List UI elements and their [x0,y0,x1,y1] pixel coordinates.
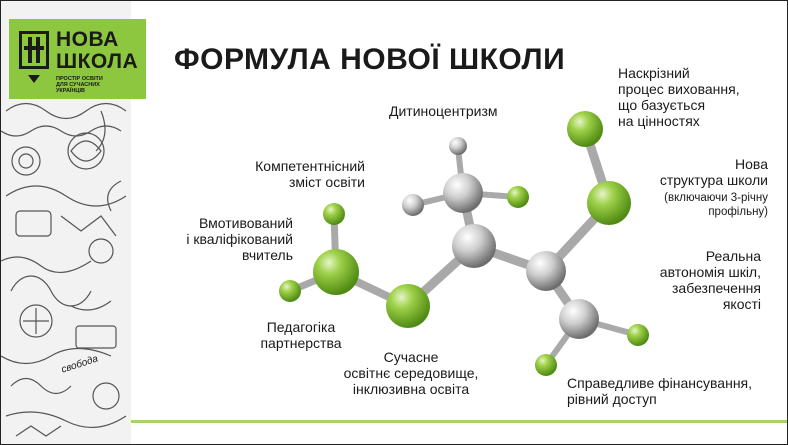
atom-green-small [627,324,649,346]
atom-green-large [386,284,430,328]
logo-mark-bar [24,46,44,50]
atoms [279,111,649,376]
label-upbringing: Наскрізний процес виховання, що базуєтьс… [618,65,740,129]
atom-grey-small [402,194,424,216]
atom-green-small [535,354,557,376]
accent-line [131,420,787,423]
logo-title: НОВА ШКОЛА [56,28,139,73]
logo-subtitle: ПРОСТІР ОСВІТИ ДЛЯ СУЧАСНИХ УКРАЇНЦІВ [56,76,103,94]
nova-shkola-logo-icon [19,31,49,69]
atom-grey-large [443,173,483,213]
logo-triangle-icon [28,75,40,83]
nova-shkola-logo: НОВА ШКОЛА ПРОСТІР ОСВІТИ ДЛЯ СУЧАСНИХ У… [9,19,146,99]
atom-grey-small [449,137,467,155]
label-funding: Справедливе фінансування, рівний доступ [567,375,753,407]
atom-green-small [323,203,345,225]
atom-green-large [587,181,631,225]
label-structure-note: (включаючи 3-річну профільну) [664,192,768,218]
atom-green-large [313,249,359,295]
atom-grey-large [452,224,496,268]
label-teacher: Вмотивований і кваліфікований вчитель [186,215,293,263]
label-environment: Сучасне освітнє середовище, інклюзивна о… [343,349,479,397]
slide-title: ФОРМУЛА НОВОЇ ШКОЛИ [174,43,566,76]
atom-green-small [507,186,529,208]
atom-green-small [279,280,301,302]
label-competence: Компетентнісний зміст освіти [255,158,365,190]
atom-grey-large [526,251,566,291]
atom-green-medium [567,111,603,147]
doodle-pattern [1,102,127,437]
atom-grey-large [559,299,599,339]
label-structure: Нова структура школи [659,156,768,188]
label-autonomy: Реальна автономія шкіл, забезпечення яко… [659,248,761,312]
label-child-centrism: Дитиноцентризм [389,103,498,119]
label-pedagogy: Педагогіка партнерства [260,319,342,351]
